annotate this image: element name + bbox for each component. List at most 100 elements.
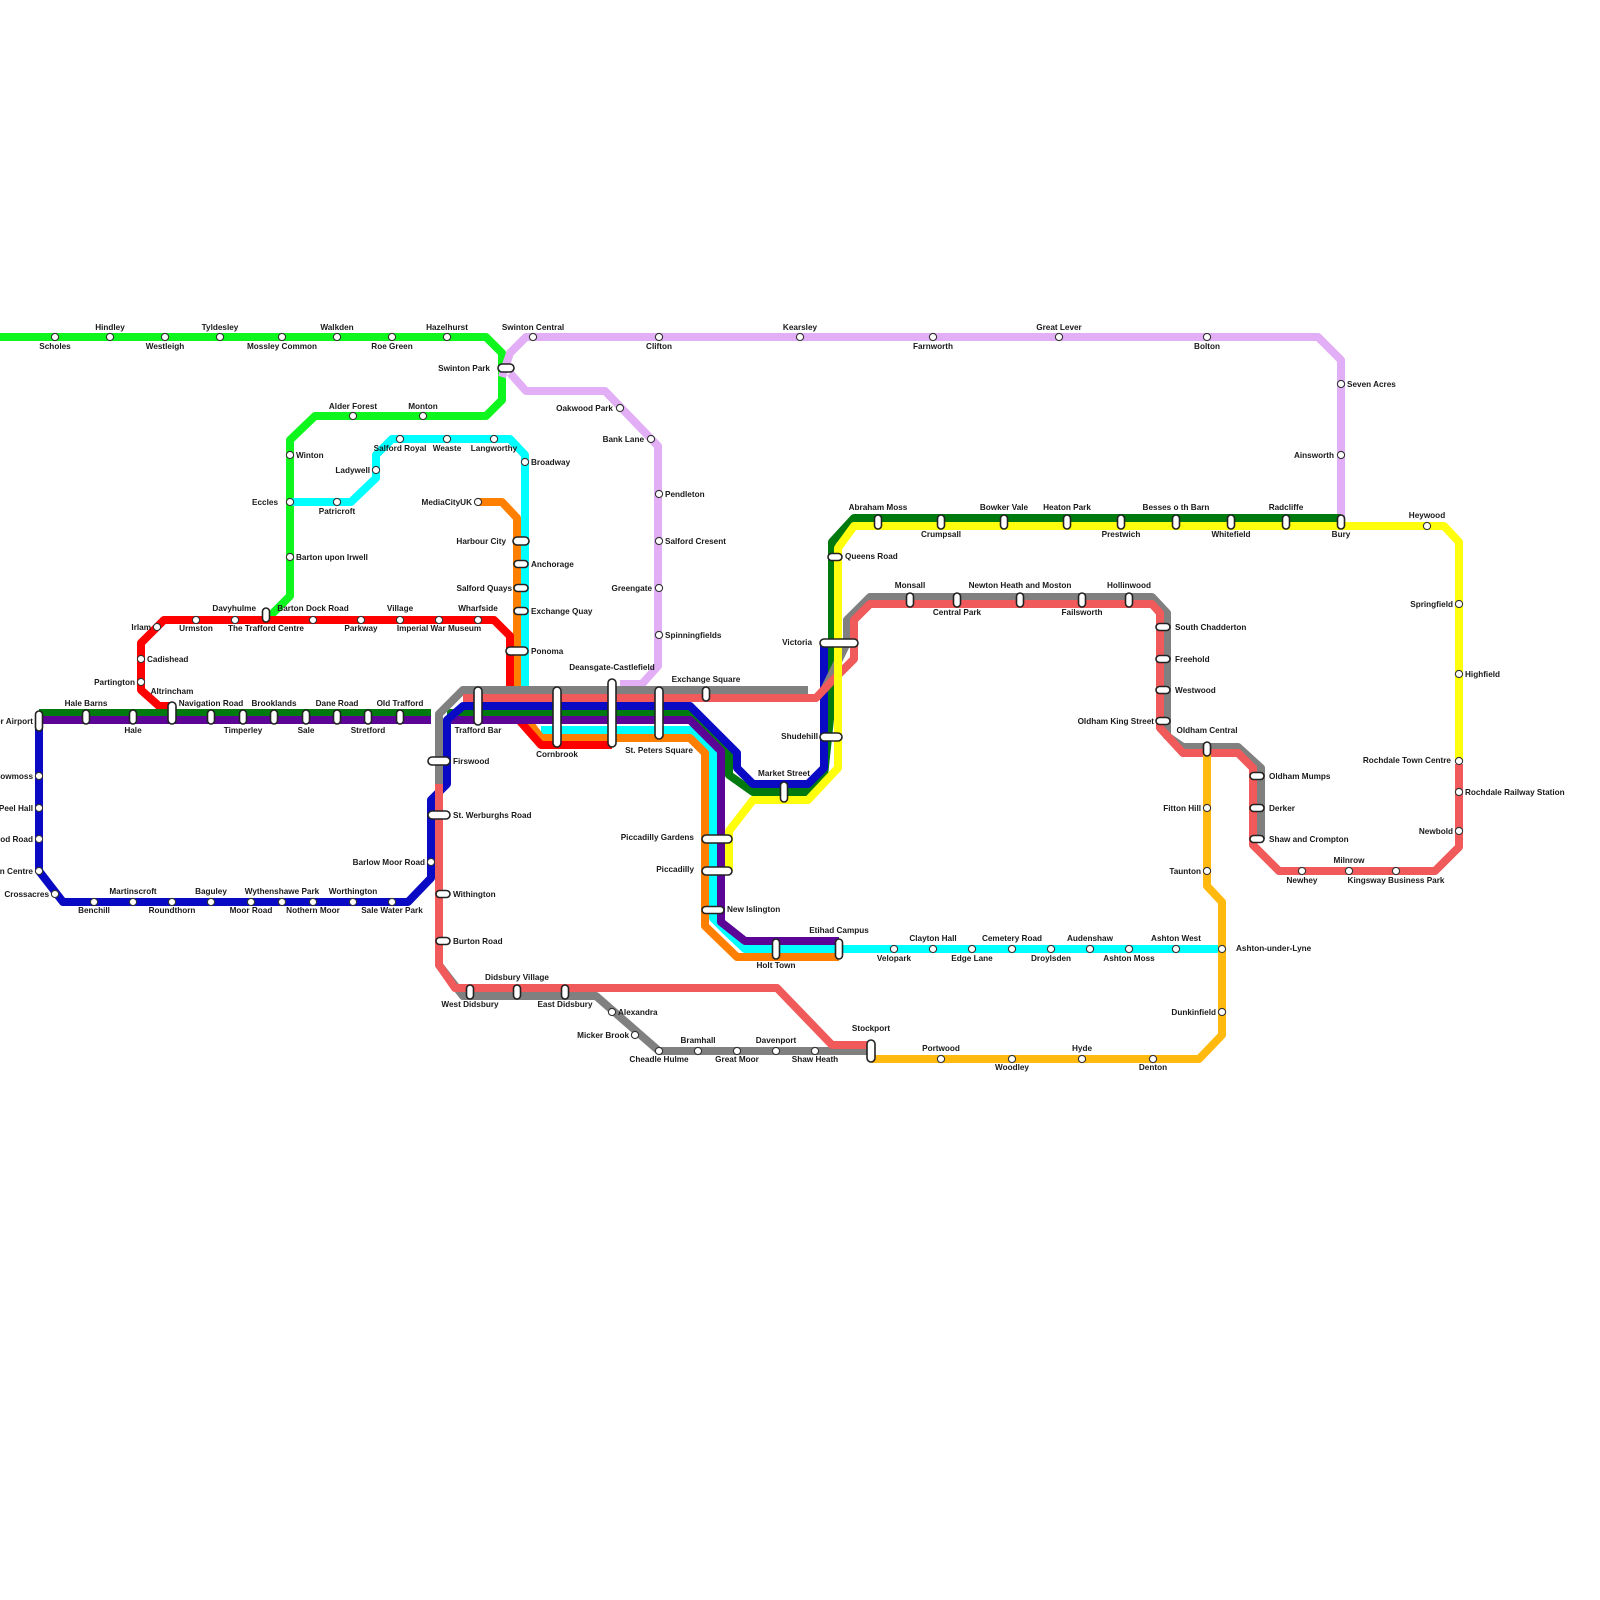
station-marker-st-peters-square[interactable]	[654, 686, 664, 740]
station-marker-hyde[interactable]	[1077, 1054, 1087, 1064]
station-marker-west-didsbury[interactable]	[465, 984, 475, 1000]
station-marker-imperial-war-museum[interactable]	[434, 615, 444, 625]
station-marker-new-islington[interactable]	[701, 905, 725, 915]
station-marker-droylsden[interactable]	[1046, 944, 1056, 954]
station-marker-eccles[interactable]	[285, 497, 295, 507]
station-marker-freehold[interactable]	[1155, 654, 1171, 664]
station-marker-salford-quays[interactable]	[513, 583, 529, 593]
station-marker-milnrow[interactable]	[1344, 866, 1354, 876]
station-marker-newbold[interactable]	[1454, 826, 1464, 836]
station-marker-kingsway-business-park[interactable]	[1391, 866, 1401, 876]
station-marker-hazelhurst[interactable]	[442, 332, 452, 342]
station-marker-hale-barns[interactable]	[81, 709, 91, 725]
station-marker-oldham-king-street[interactable]	[1155, 716, 1171, 726]
station-marker-queens-road[interactable]	[827, 552, 843, 562]
station-marker-bank-lane[interactable]	[646, 434, 656, 444]
station-marker-salford-cresent[interactable]	[654, 536, 664, 546]
station-marker-irlam[interactable]	[152, 622, 162, 632]
station-marker-greengate[interactable]	[654, 583, 664, 593]
station-marker-taunton[interactable]	[1202, 866, 1212, 876]
station-marker-derker[interactable]	[1249, 803, 1265, 813]
station-marker-broadway[interactable]	[520, 457, 530, 467]
station-marker-old-trafford[interactable]	[395, 709, 405, 725]
station-marker-edge-lane[interactable]	[967, 944, 977, 954]
station-marker-newton-heath-and-moston[interactable]	[1015, 592, 1025, 608]
station-marker-pendleton[interactable]	[654, 489, 664, 499]
station-marker-cemetery-road[interactable]	[1007, 944, 1017, 954]
station-marker-whitefield[interactable]	[1226, 514, 1236, 530]
station-marker-east-didsbury[interactable]	[560, 984, 570, 1000]
station-marker-shaw-and-crompton[interactable]	[1249, 834, 1265, 844]
station-marker-tyldesley[interactable]	[215, 332, 225, 342]
station-marker-prestwich[interactable]	[1116, 514, 1126, 530]
station-marker-clayton-hall[interactable]	[928, 944, 938, 954]
station-marker-woodley[interactable]	[1007, 1054, 1017, 1064]
station-marker-langworthy[interactable]	[489, 434, 499, 444]
station-marker-crumpsall[interactable]	[936, 514, 946, 530]
station-marker-brooklands[interactable]	[269, 709, 279, 725]
station-marker-rochdale-railway-station[interactable]	[1454, 787, 1464, 797]
station-marker-sale[interactable]	[301, 709, 311, 725]
station-marker-abraham-moss[interactable]	[873, 514, 883, 530]
station-marker-village[interactable]	[395, 615, 405, 625]
station-marker-bury[interactable]	[1336, 514, 1346, 530]
station-marker-burton-road[interactable]	[435, 936, 451, 946]
station-marker-barton-dock-road[interactable]	[308, 615, 318, 625]
station-marker-great-lever[interactable]	[1054, 332, 1064, 342]
station-marker-oldham-central[interactable]	[1202, 741, 1212, 757]
station-marker-st-werburghs-road[interactable]	[427, 810, 451, 820]
station-marker-ashton-under-lyne[interactable]	[1217, 944, 1227, 954]
station-marker-hindley[interactable]	[105, 332, 115, 342]
station-marker-baguley[interactable]	[206, 897, 216, 907]
station-marker-anchorage[interactable]	[513, 559, 529, 569]
station-marker-barlow-moor-road[interactable]	[426, 857, 436, 867]
station-marker-withington[interactable]	[435, 889, 451, 899]
station-marker-winton[interactable]	[285, 450, 295, 460]
station-marker-oldham-mumps[interactable]	[1249, 771, 1265, 781]
station-marker-scholes[interactable]	[50, 332, 60, 342]
station-marker-mossley-common[interactable]	[277, 332, 287, 342]
station-marker-central-park[interactable]	[952, 592, 962, 608]
station-marker-parkway[interactable]	[356, 615, 366, 625]
station-marker-deansgate-castlefield[interactable]	[607, 678, 617, 748]
station-marker-oakwood-park[interactable]	[615, 403, 625, 413]
station-marker-micker-brook[interactable]	[630, 1030, 640, 1040]
station-marker-stockport[interactable]	[866, 1039, 876, 1063]
station-marker-portwood[interactable]	[936, 1054, 946, 1064]
station-marker-davenport[interactable]	[771, 1046, 781, 1056]
station-marker-manchester-airport[interactable]	[34, 710, 44, 732]
station-marker-denton[interactable]	[1148, 1054, 1158, 1064]
station-marker-roe-green[interactable]	[387, 332, 397, 342]
station-marker-exchange-quay[interactable]	[513, 606, 529, 616]
station-marker-wharfside[interactable]	[473, 615, 483, 625]
station-marker-shudehill[interactable]	[819, 732, 843, 742]
station-marker-cornbrook[interactable]	[552, 686, 562, 748]
station-marker-spinningfields[interactable]	[654, 630, 664, 640]
station-marker-patricroft[interactable]	[332, 497, 342, 507]
station-marker-salford-royal[interactable]	[395, 434, 405, 444]
station-marker-peel-hall[interactable]	[34, 803, 44, 813]
station-marker-ponoma[interactable]	[505, 646, 529, 656]
station-marker-benchill[interactable]	[89, 897, 99, 907]
station-marker-highfield[interactable]	[1454, 669, 1464, 679]
station-marker-the-trafford-centre[interactable]	[230, 615, 240, 625]
station-marker-rochdale-town-centre[interactable]	[1454, 756, 1464, 766]
station-marker-nothern-moor[interactable]	[308, 897, 318, 907]
station-marker-martinscroft[interactable]	[128, 897, 138, 907]
station-marker-alexandra[interactable]	[607, 1007, 617, 1017]
station-marker-westleigh[interactable]	[160, 332, 170, 342]
station-marker-hollinwood[interactable]	[1124, 592, 1134, 608]
station-marker-ainsworth[interactable]	[1336, 450, 1346, 460]
station-marker-bowker-vale[interactable]	[999, 514, 1009, 530]
station-marker-piccadilly[interactable]	[701, 866, 733, 876]
station-marker-timperley[interactable]	[238, 709, 248, 725]
station-marker-monton[interactable]	[418, 411, 428, 421]
station-marker-exchange-square[interactable]	[701, 686, 711, 702]
station-marker-swinton-central[interactable]	[528, 332, 538, 342]
station-marker-davyhulme[interactable]	[261, 607, 271, 623]
station-marker-holt-town[interactable]	[771, 938, 781, 960]
station-marker-alder-forest[interactable]	[348, 411, 358, 421]
station-marker-fitton-hill[interactable]	[1202, 803, 1212, 813]
station-marker-cheadle-hulme[interactable]	[654, 1046, 664, 1056]
station-marker-worthington[interactable]	[348, 897, 358, 907]
